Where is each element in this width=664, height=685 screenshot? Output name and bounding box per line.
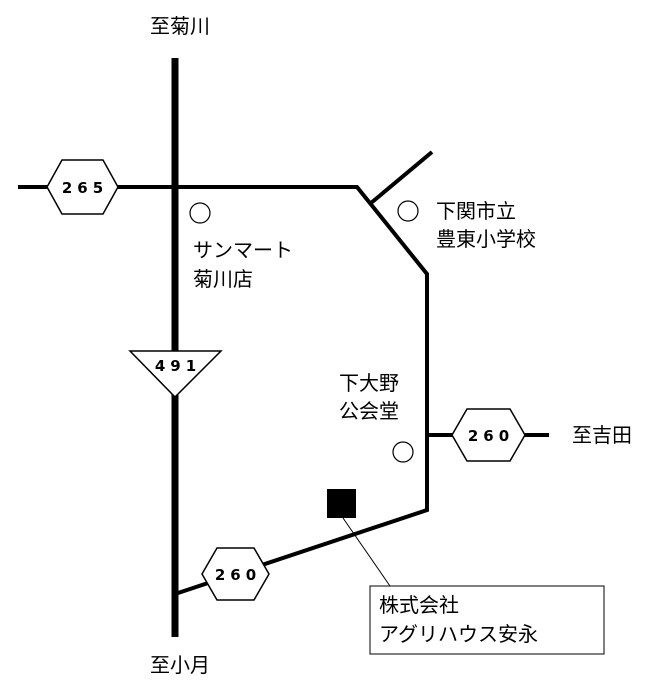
route-260-south-label: 260: [215, 566, 261, 584]
company-location-marker: [327, 489, 356, 518]
company-name-line2: アグリハウス安永: [379, 622, 538, 646]
company-label-box: [369, 585, 605, 655]
route-260-south-shield: 260: [201, 547, 270, 601]
route-260-east-label: 260: [468, 427, 514, 445]
route-491-shield: 491: [128, 350, 223, 399]
road-network: [18, 58, 549, 637]
route-265-shield: 265: [46, 159, 119, 215]
road-route-265: [18, 185, 429, 596]
school-name-line2: 豊東小学校: [436, 227, 536, 251]
route-265-label: 265: [62, 179, 108, 197]
company-leader-line: [342, 517, 391, 587]
destination-south: 至小月: [150, 653, 210, 677]
hall-marker: [392, 441, 414, 463]
road-school-branch: [369, 150, 434, 205]
supermarket-name-line1: サンマート: [193, 238, 293, 262]
route-260-east-shield: 260: [451, 408, 526, 462]
hall-name-line2: 公会堂: [339, 399, 399, 423]
school-marker: [397, 200, 419, 222]
route-491-label: 491: [155, 357, 201, 375]
company-name-line1: 株式会社: [379, 593, 459, 617]
hall-name-line1: 下大野: [339, 371, 399, 395]
supermarket-name-line2: 菊川店: [193, 267, 253, 291]
destination-east: 至吉田: [572, 423, 632, 447]
supermarket-marker: [189, 202, 211, 224]
destination-north: 至菊川: [150, 14, 210, 38]
school-name-line1: 下関市立: [436, 199, 516, 223]
